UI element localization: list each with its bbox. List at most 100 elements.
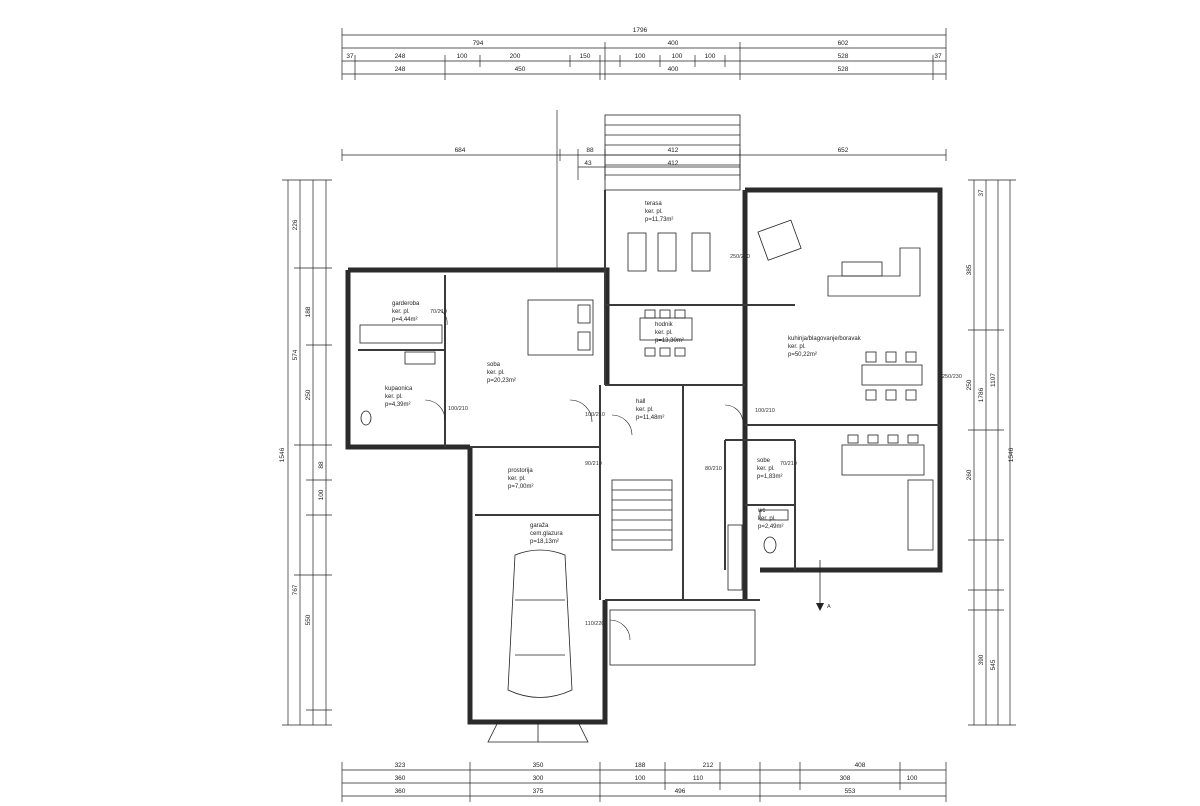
furniture xyxy=(359,219,934,698)
dim-mid-e: 652 xyxy=(838,147,849,154)
kitchen-island xyxy=(841,444,925,476)
opening-10: 250/230 xyxy=(942,374,962,380)
dim-bot-b: 350 xyxy=(533,762,544,769)
lounger-1 xyxy=(627,232,647,272)
opening-5: 80/210 xyxy=(705,466,722,472)
dim-mid-d: 412 xyxy=(668,147,679,154)
room-prostorija-name: prostorija xyxy=(508,468,533,474)
radiator xyxy=(727,524,743,591)
dim-top-e9: 528 xyxy=(838,66,849,73)
room-dnevni-area: p=50,22m² xyxy=(788,352,817,358)
kitchen-counter xyxy=(907,479,934,551)
dim-top-d11: 100 xyxy=(705,53,716,60)
dim-bot-l: 360 xyxy=(395,788,406,795)
bed xyxy=(527,299,594,356)
dim-top-b: 400 xyxy=(668,40,679,47)
dim-bot-c: 188 xyxy=(635,762,646,769)
dim-bot-k: 100 xyxy=(907,775,918,782)
dim-bot-j: 308 xyxy=(840,775,851,782)
dining-table xyxy=(861,364,923,386)
lounger-2 xyxy=(657,232,677,272)
room-prostorija-area: p=7,00m² xyxy=(508,484,534,490)
room-wc-floor: ker. pl. xyxy=(758,516,776,522)
dim-top-d15: 37 xyxy=(934,53,942,60)
exterior-walls xyxy=(345,187,943,725)
room-hall: hall ker. pl. p=11,48m² xyxy=(636,399,664,421)
dim-top-d1: 37 xyxy=(346,53,354,60)
room-garaza-area: p=18,13m² xyxy=(530,539,559,545)
wc-toilet xyxy=(763,536,777,554)
room-hall-floor: ker. pl. xyxy=(636,407,654,413)
room-dnevni: kuhinja/blagovanje/boravak ker. pl. p=50… xyxy=(788,336,862,358)
lounger-3 xyxy=(691,232,711,272)
room-prostorija-floor: ker. pl. xyxy=(508,476,526,482)
wc-sink xyxy=(759,509,789,521)
dim-left-e: 250 xyxy=(305,389,312,400)
dim-top-d5: 200 xyxy=(510,53,521,60)
room-spremiste-area: p=1,83m² xyxy=(757,474,783,480)
room-hall-name: hall xyxy=(636,399,645,405)
dim-bot-n: 496 xyxy=(675,788,686,795)
dim-top-d14: 528 xyxy=(838,53,849,60)
bottom-dimension-chains xyxy=(341,762,947,802)
bath-sink xyxy=(404,351,436,365)
dim-right-g: 545 xyxy=(990,659,997,670)
opening-7: 70/210 xyxy=(780,461,797,467)
dim-left-f: 550 xyxy=(305,614,312,625)
bath-toilet xyxy=(360,410,372,426)
room-terasa-area: p=11,73m² xyxy=(645,217,673,223)
room-spremiste-name: sobe xyxy=(757,458,771,464)
car xyxy=(507,549,573,698)
dim-left-c: 767 xyxy=(292,584,299,595)
dim-left-g: 88 xyxy=(318,461,325,469)
room-soba-area: p=20,23m² xyxy=(487,378,516,384)
dim-bot-m: 375 xyxy=(533,788,544,795)
room-terasa-floor: ker. pl. xyxy=(645,209,663,215)
garage-apron xyxy=(487,721,589,743)
sofa xyxy=(827,247,921,297)
dim-bot-a: 323 xyxy=(395,762,406,769)
room-kupaonica: kupaonica ker. pl. p=4,39m² xyxy=(385,386,413,408)
dim-bot-o: 553 xyxy=(845,788,856,795)
room-garderoba-name: garderoba xyxy=(392,301,420,307)
top-dimension-labels: 1796 794 400 602 37 248 100 200 150 100 … xyxy=(346,27,942,73)
dim-top-total: 1796 xyxy=(633,27,648,34)
dim-top-e5: 450 xyxy=(515,66,526,73)
stairs xyxy=(611,479,673,551)
left-dimension-chains xyxy=(282,179,332,726)
dim-top-a: 794 xyxy=(473,40,484,47)
dim-left-d: 188 xyxy=(305,306,312,317)
dim-top-c: 602 xyxy=(838,40,849,47)
opening-6: 110/220 xyxy=(585,621,604,627)
room-spremiste: sobe ker. pl. p=1,83m² xyxy=(757,458,783,480)
dim-bot-i: 110 xyxy=(693,775,704,782)
room-hodnik-floor: ker. pl. xyxy=(655,330,673,336)
dim-mid-c: 88 xyxy=(586,147,594,154)
opening-3: 100/210 xyxy=(585,412,605,418)
room-hall-area: p=11,48m² xyxy=(636,415,664,421)
room-garaza-floor: cem.glazura xyxy=(530,531,563,537)
room-garderoba: garderoba ker. pl. p=4,44m² xyxy=(392,301,420,323)
dim-right-c: 260 xyxy=(966,469,973,480)
dim-bot-e: 408 xyxy=(855,762,866,769)
room-dnevni-floor: ker. pl. xyxy=(788,344,806,350)
dim-top-d10: 100 xyxy=(672,53,683,60)
room-terasa-name: terasa xyxy=(645,201,662,207)
dim-top-d9: 100 xyxy=(635,53,646,60)
left-dimension-labels: 1546 226 574 767 188 250 550 88 100 xyxy=(279,219,325,625)
section-marker-label: A xyxy=(827,604,831,610)
dim-bot-d: 212 xyxy=(703,762,714,769)
opening-1: 100/210 xyxy=(448,406,468,412)
room-labels: terasa ker. pl. p=11,73m² garderoba ker.… xyxy=(385,201,862,545)
room-garderoba-floor: ker. pl. xyxy=(392,309,410,315)
dim-bot-g: 300 xyxy=(533,775,544,782)
dim-right-e: 1786 xyxy=(978,387,985,402)
right-dimension-chains xyxy=(968,179,1016,726)
dim-left-a: 226 xyxy=(292,219,299,230)
dim-right-total: 1546 xyxy=(1008,447,1015,462)
dim-mid-f: 43 xyxy=(584,160,592,167)
room-wc: wc ker. pl. p=2,49m² xyxy=(757,508,784,530)
top-dimension-chains xyxy=(341,28,947,80)
room-soba-name: soba xyxy=(487,362,501,368)
